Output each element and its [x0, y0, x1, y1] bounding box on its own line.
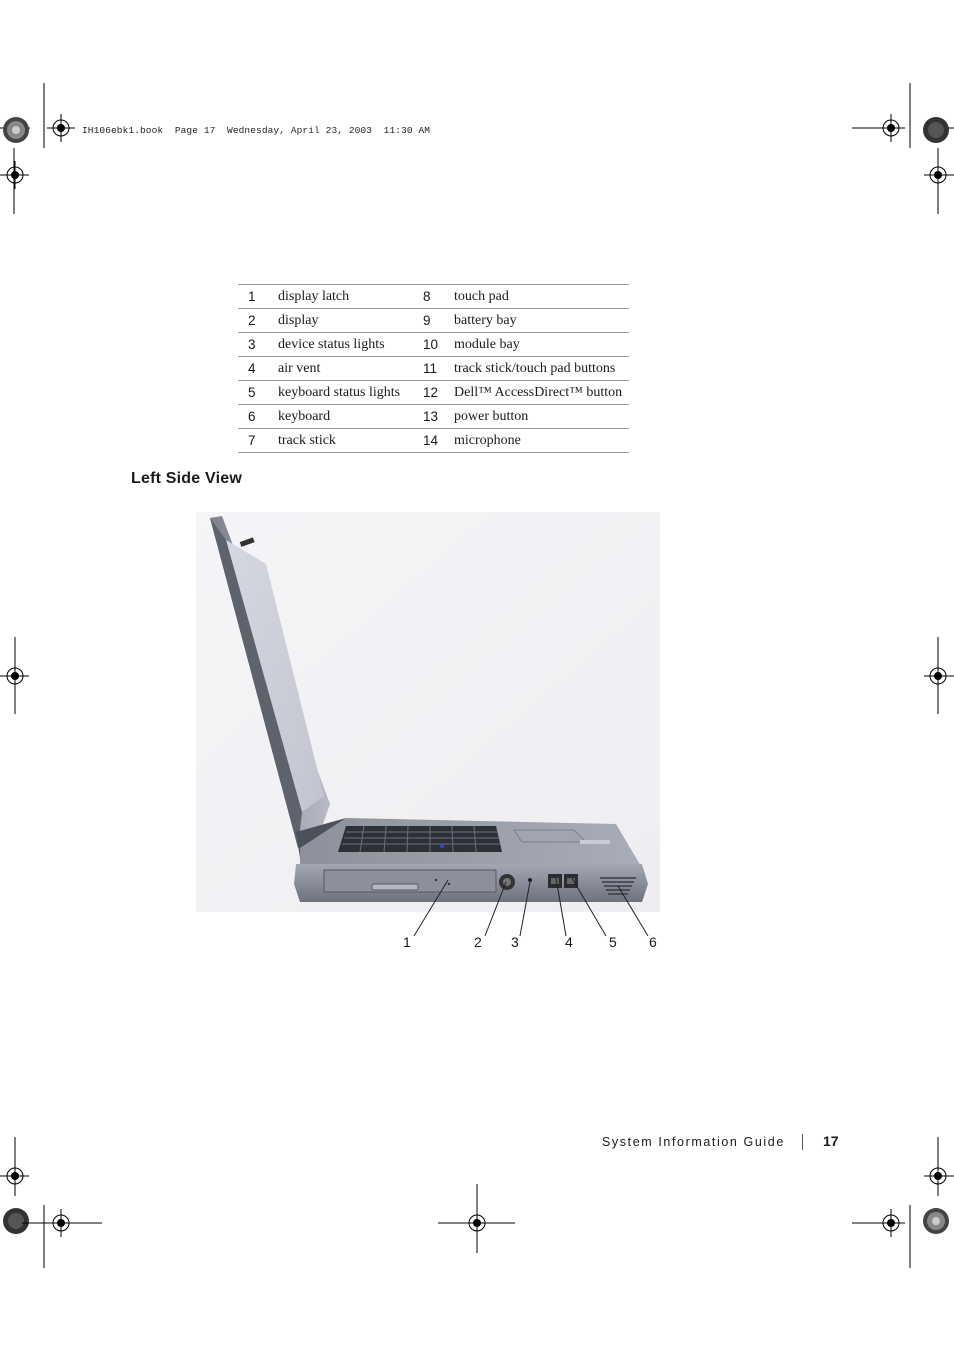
- callout-2: 2: [474, 934, 482, 950]
- legend-label: Dell™ AccessDirect™ button: [454, 380, 629, 405]
- legend-number: 13: [421, 404, 454, 429]
- section-heading: Left Side View: [131, 470, 242, 487]
- legend-label: display latch: [278, 284, 421, 309]
- laptop-left-side-illustration: [196, 512, 660, 912]
- legend-label: power button: [454, 404, 629, 429]
- callout-4: 4: [565, 934, 573, 950]
- legend-number: 6: [238, 404, 278, 429]
- legend-number: 4: [238, 356, 278, 381]
- callout-3: 3: [511, 934, 519, 950]
- legend-number: 1: [238, 284, 278, 309]
- legend-label: device status lights: [278, 332, 421, 357]
- page-number: 17: [823, 1133, 839, 1149]
- legend-number: 7: [238, 428, 278, 453]
- book-info-line: IH106ebk1.book Page 17 Wednesday, April …: [82, 125, 431, 136]
- legend-number: 2: [238, 308, 278, 333]
- legend-label: battery bay: [454, 308, 629, 333]
- legend-number: 11: [421, 356, 454, 381]
- legend-number: 8: [421, 284, 454, 309]
- legend-label: microphone: [454, 428, 629, 453]
- legend-number: 5: [238, 380, 278, 405]
- legend-label: track stick/touch pad buttons: [454, 356, 629, 381]
- footer-separator: [802, 1134, 803, 1150]
- legend-label: touch pad: [454, 284, 629, 309]
- legend-label: module bay: [454, 332, 629, 357]
- callout-1: 1: [403, 934, 411, 950]
- legend-label: display: [278, 308, 421, 333]
- legend-number: 14: [421, 428, 454, 453]
- footer-title: System Information Guide: [602, 1135, 785, 1149]
- legend-number: 10: [421, 332, 454, 357]
- legend-label: keyboard status lights: [278, 380, 421, 405]
- callout-6: 6: [649, 934, 657, 950]
- legend-label: air vent: [278, 356, 421, 381]
- legend-number: 9: [421, 308, 454, 333]
- legend-label: keyboard: [278, 404, 421, 429]
- legend-number: 12: [421, 380, 454, 405]
- legend-label: track stick: [278, 428, 421, 453]
- legend-number: 3: [238, 332, 278, 357]
- callout-5: 5: [609, 934, 617, 950]
